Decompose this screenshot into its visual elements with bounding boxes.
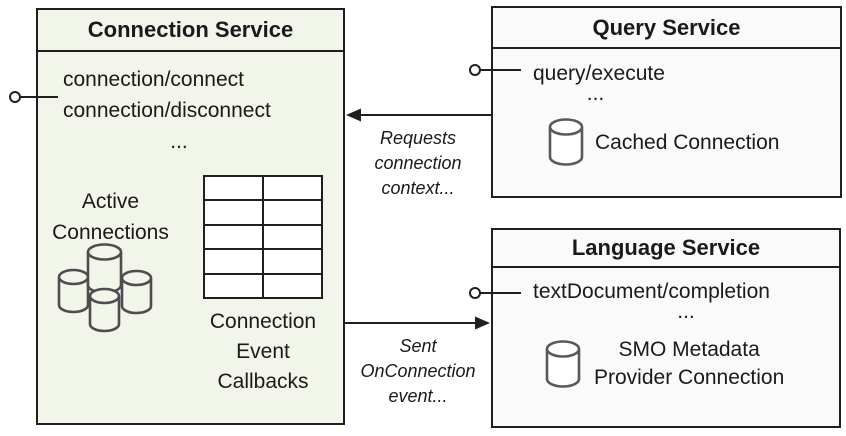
method-textdocument-completion: textDocument/completion [533, 280, 770, 303]
methods-ellipsis: ... [170, 130, 188, 153]
language-service-box: Language Service textDocument/completion… [491, 228, 841, 428]
query-service-title: Query Service [493, 8, 840, 49]
connection-service-methods: connection/connect connection/disconnect… [63, 64, 295, 157]
query-methods-ellipsis: ... [586, 82, 605, 105]
query-service-box: Query Service query/execute ... Cached C… [491, 6, 842, 198]
table-grid-icon [203, 175, 323, 299]
connection-service-title: Connection Service [38, 10, 343, 52]
database-cluster-icon [57, 243, 153, 333]
database-icon [545, 340, 581, 388]
connection-event-callbacks-label: Connection Event Callbacks [209, 310, 317, 393]
active-connections-label: Active Connections [52, 190, 169, 244]
database-icon [548, 118, 584, 166]
cached-connection-row: Cached Connection [548, 118, 779, 166]
connection-service-box: Connection Service connection/connect co… [36, 8, 345, 425]
language-methods-ellipsis: ... [677, 300, 695, 323]
arrow-left-icon [346, 108, 491, 122]
method-connection-connect: connection/connect [63, 68, 244, 91]
method-query-execute: query/execute [533, 62, 665, 85]
method-connection-disconnect: connection/disconnect [63, 99, 271, 122]
requests-connection-context-label: Requests connection context... [374, 128, 462, 198]
language-service-title: Language Service [493, 230, 839, 268]
smo-metadata-provider-label: SMO Metadata Provider Connection [594, 338, 785, 389]
cached-connection-label: Cached Connection [595, 130, 780, 154]
sent-onconnection-event-label: Sent OnConnection event... [360, 336, 476, 406]
arrow-right-icon [345, 316, 490, 330]
smo-metadata-row: SMO Metadata Provider Connection [545, 336, 784, 392]
